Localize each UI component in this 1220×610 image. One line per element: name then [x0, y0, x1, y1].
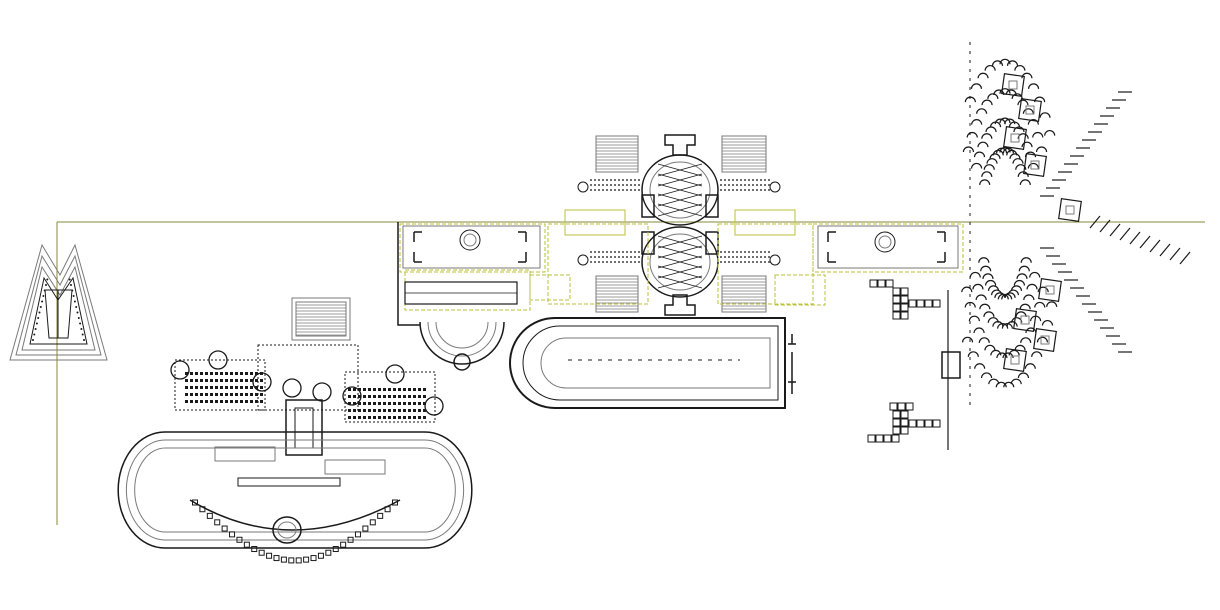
- lower-palace-complex: [117, 297, 473, 564]
- crown-monument-plan: [9, 243, 108, 361]
- grid-blocks: [867, 279, 961, 450]
- central-palace-complex: [577, 134, 781, 316]
- radial-arcade-complex: [961, 42, 1191, 405]
- terrace-gardens: [397, 209, 964, 371]
- reference-axis-lines: [56, 221, 1205, 525]
- circus-stadium: [509, 317, 796, 409]
